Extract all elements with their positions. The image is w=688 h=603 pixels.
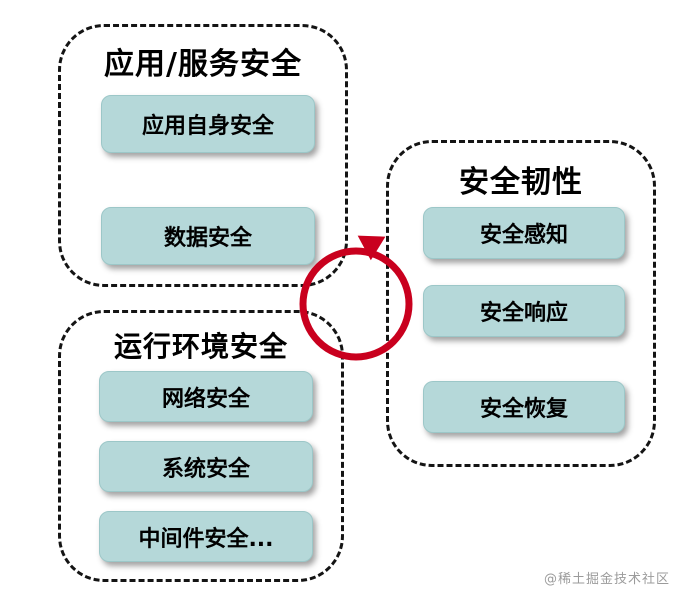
box-data-security: 数据安全 (101, 207, 315, 265)
box-app-self-security: 应用自身安全 (101, 95, 315, 153)
box-security-response: 安全响应 (423, 285, 625, 337)
group-runtime-env-title: 运行环境安全 (113, 330, 288, 363)
box-network-security: 网络安全 (99, 371, 313, 422)
group-security-resilience-title: 安全韧性 (459, 165, 583, 200)
box-security-awareness: 安全感知 (423, 207, 625, 259)
group-app-service-title: 应用/服务安全 (104, 47, 302, 82)
group-security-resilience: 安全韧性 安全感知 安全响应 安全恢复 (386, 140, 656, 467)
box-security-recovery: 安全恢复 (423, 381, 625, 433)
group-app-service-security: 应用/服务安全 应用自身安全 数据安全 (58, 24, 348, 287)
watermark: @稀土掘金技术社区 (543, 572, 670, 587)
box-system-security: 系统安全 (99, 441, 313, 492)
box-middleware-security: 中间件安全... (99, 511, 313, 562)
group-runtime-env-security: 运行环境安全 网络安全 系统安全 中间件安全... (58, 310, 344, 582)
